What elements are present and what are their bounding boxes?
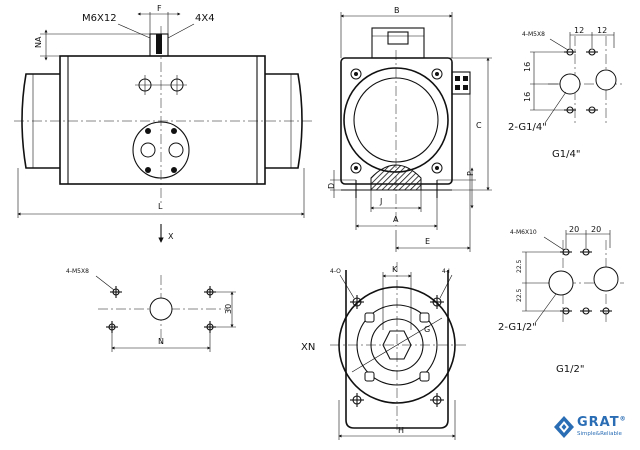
label-flange-thread: 4-M5X8 bbox=[66, 268, 89, 275]
label-12-b: 12 bbox=[597, 26, 607, 35]
label-port-quarter-callout: 2-G1/4" bbox=[508, 122, 547, 133]
label-12-a: 12 bbox=[574, 26, 584, 35]
label-22-5-b: 22.5 bbox=[516, 288, 523, 302]
label-e: E bbox=[425, 237, 430, 246]
label-port-thread-m5: 4-M5X8 bbox=[522, 31, 545, 38]
label-m6x12: M6X12 bbox=[82, 13, 117, 24]
label-k: K bbox=[392, 265, 398, 274]
label-d: D bbox=[327, 183, 336, 189]
label-p: P bbox=[466, 171, 475, 176]
label-port-half-title: G1/2" bbox=[556, 364, 584, 375]
label-20-b: 20 bbox=[591, 225, 601, 234]
label-16-b: 16 bbox=[523, 92, 532, 102]
label-h: H bbox=[398, 426, 404, 435]
label-port-half-callout: 2-G1/2" bbox=[498, 322, 537, 333]
label-n: N bbox=[158, 337, 164, 346]
label-4-i: 4-I bbox=[442, 268, 450, 275]
label-port-thread-m6: 4-M6X10 bbox=[510, 229, 537, 236]
bottom-flange-view: 4-M5X8 30 N bbox=[66, 268, 236, 352]
port-detail-half: 4-M6X10 20 20 22.5 22.5 2-G1/2" G1/2" bbox=[498, 225, 624, 375]
label-x: X bbox=[168, 232, 174, 241]
label-c: C bbox=[476, 121, 482, 130]
port-detail-quarter: 4-M5X8 12 12 16 16 2-G1/4" G1/4" bbox=[508, 26, 622, 160]
label-4x4: 4X4 bbox=[195, 13, 215, 24]
front-view: M6X12 F 4X4 NA bbox=[14, 4, 312, 243]
bottom-view: 4-O 4-I K G XN H bbox=[301, 262, 466, 440]
label-30: 30 bbox=[224, 304, 233, 314]
label-f: F bbox=[157, 4, 162, 13]
label-j: J bbox=[379, 197, 382, 206]
label-20-a: 20 bbox=[569, 225, 579, 234]
label-xn: XN bbox=[301, 342, 315, 353]
label-na: NA bbox=[34, 36, 43, 48]
logo-name: GRAT® bbox=[577, 415, 627, 430]
label-16-a: 16 bbox=[523, 62, 532, 72]
grat-logo: GRAT® Simple&Reliable bbox=[553, 414, 633, 444]
label-a: A bbox=[393, 215, 399, 224]
logo-tagline: Simple&Reliable bbox=[577, 431, 622, 437]
label-g: G bbox=[424, 325, 430, 334]
label-4-o: 4-O bbox=[330, 268, 341, 275]
label-port-quarter-title: G1/4" bbox=[552, 149, 580, 160]
side-view: B C D P bbox=[327, 6, 492, 252]
grat-logo-mark-icon bbox=[554, 416, 574, 438]
label-l: L bbox=[158, 202, 163, 211]
label-22-5-a: 22.5 bbox=[516, 259, 523, 273]
label-b: B bbox=[394, 6, 400, 15]
